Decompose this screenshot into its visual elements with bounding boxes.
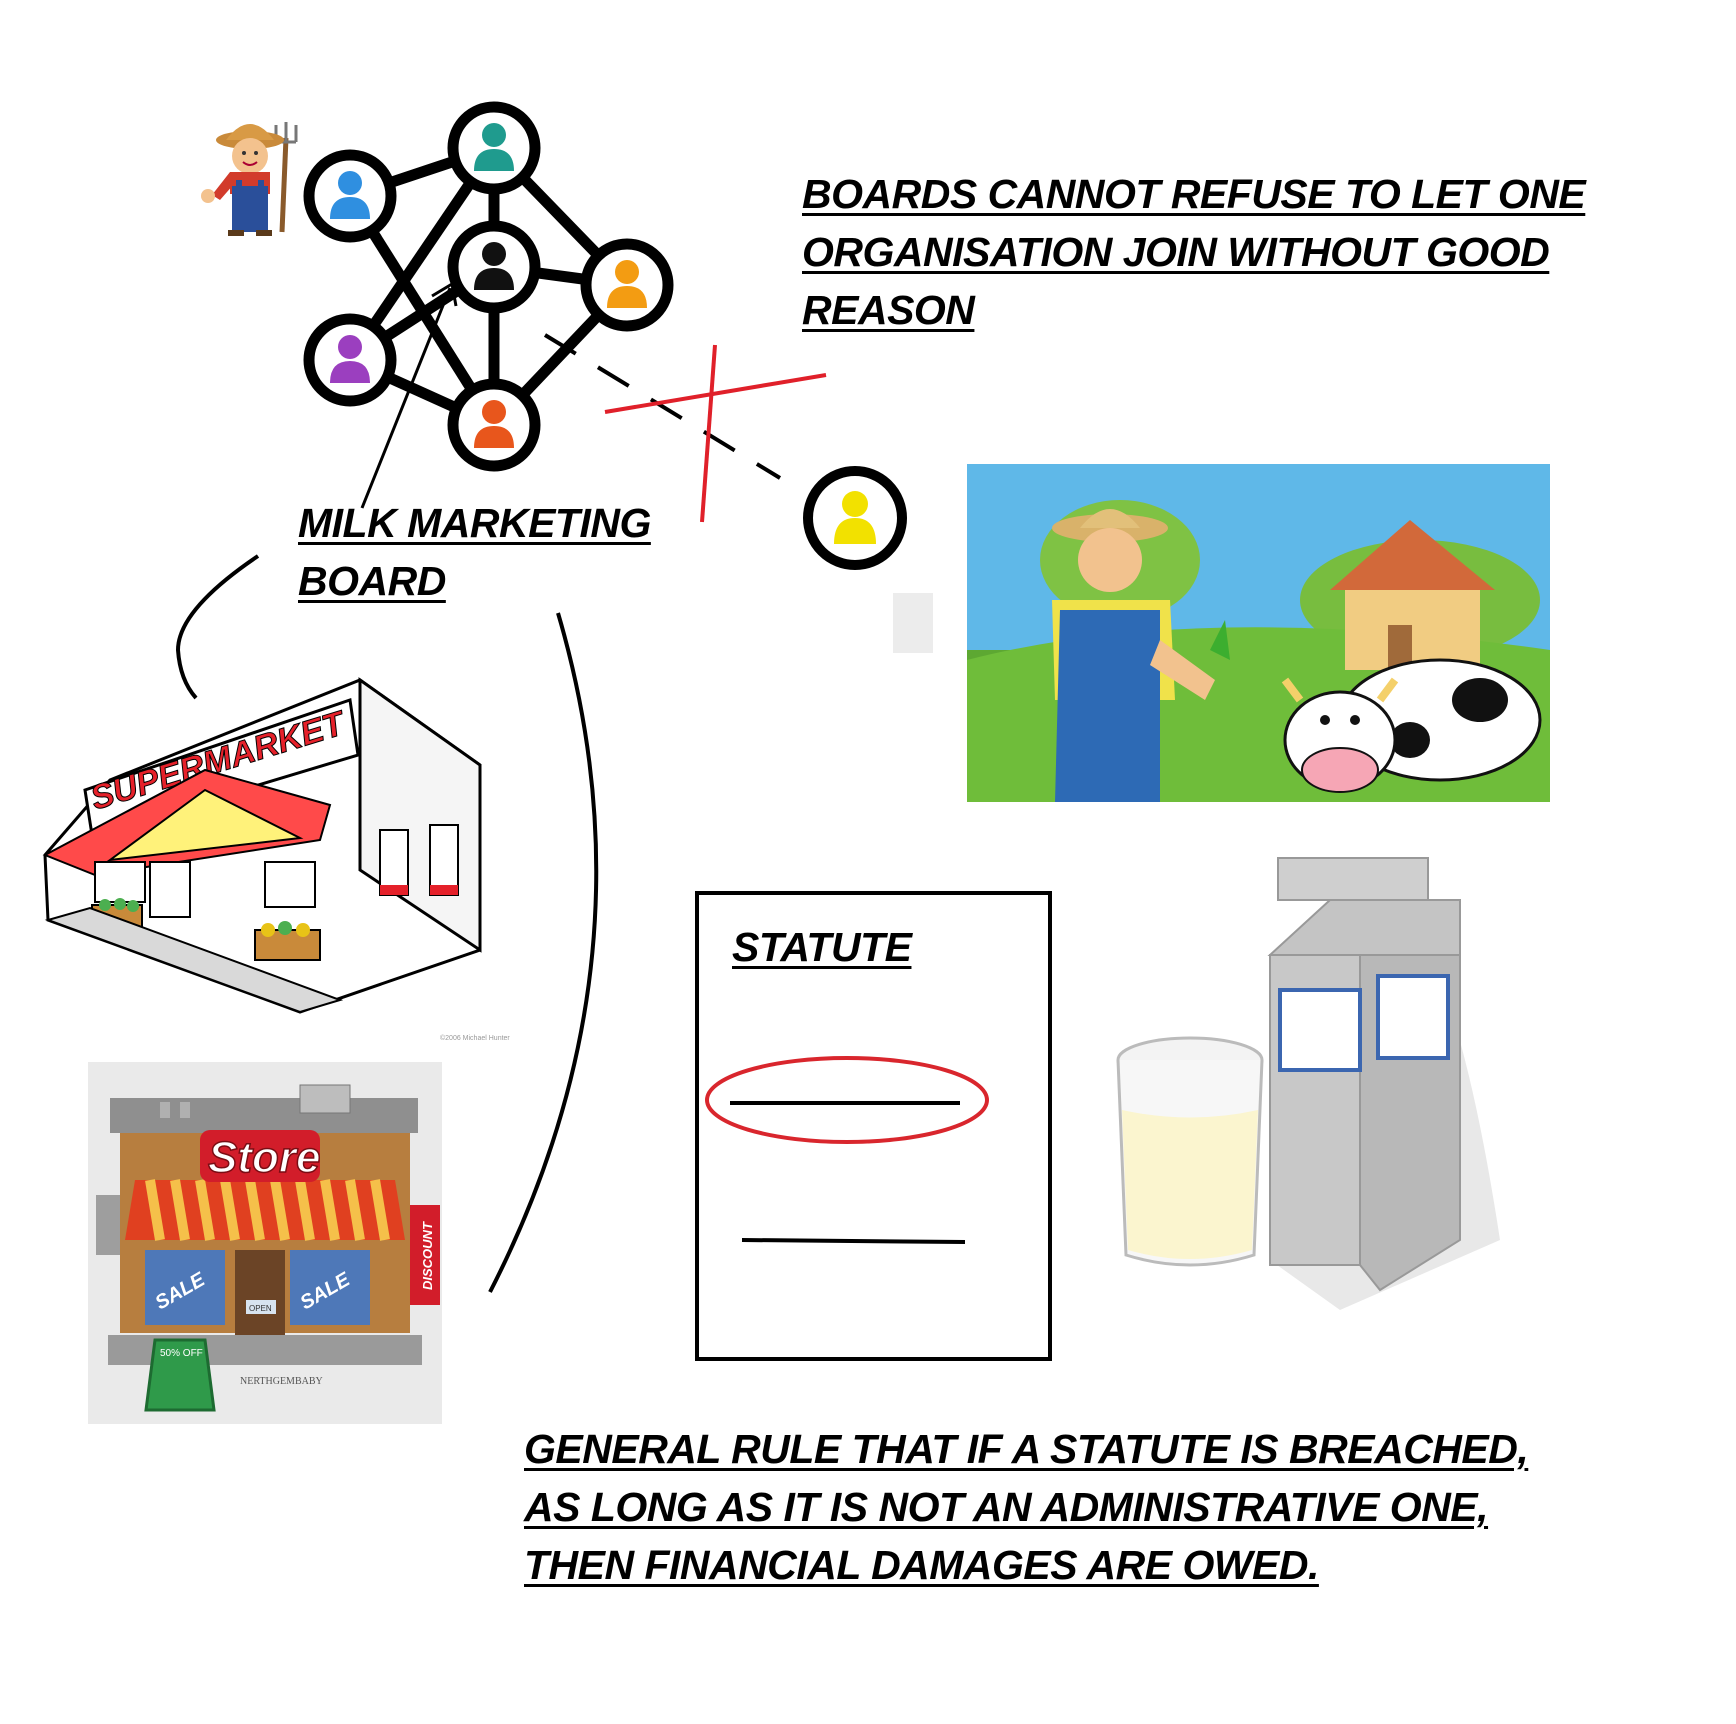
- grey-artifact: [893, 593, 933, 653]
- svg-text:Store: Store: [208, 1133, 320, 1182]
- member-node-blue: [303, 149, 397, 243]
- refused-connection: [543, 333, 827, 523]
- milk-illustration: [1116, 857, 1500, 1310]
- join-arrow: [360, 281, 458, 509]
- member-node-orange: [580, 238, 674, 332]
- general-rule-line-3: THEN FINANCIAL DAMAGES ARE OWED.: [524, 1542, 1319, 1588]
- member-node-purple: [303, 313, 397, 407]
- boards-rule-text: BOARDS CANNOT REFUSE TO LET ONE ORGANISA…: [802, 165, 1586, 339]
- milk-board-line-2: BOARD: [298, 558, 446, 604]
- general-rule-line-2: AS LONG AS IT IS NOT AN ADMINISTRATIVE O…: [524, 1484, 1489, 1530]
- member-node-teal: [447, 101, 541, 195]
- statute-title: STATUTE: [732, 924, 912, 970]
- svg-text:©2006 Michael Hunter: ©2006 Michael Hunter: [440, 1034, 510, 1042]
- farmer-clipart: [201, 122, 298, 236]
- connector-lines: [175, 554, 599, 1293]
- outsider-node: [803, 466, 907, 570]
- svg-text:NERTHGEMBABY: NERTHGEMBABY: [240, 1376, 323, 1387]
- boards-rule-line-1: BOARDS CANNOT REFUSE TO LET ONE: [802, 171, 1586, 217]
- member-node-red-orange: [447, 378, 541, 472]
- general-rule-text: GENERAL RULE THAT IF A STATUTE IS BREACH…: [524, 1420, 1529, 1594]
- boards-rule-line-2: ORGANISATION JOIN WITHOUT GOOD: [802, 229, 1550, 275]
- svg-text:DISCOUNT: DISCOUNT: [420, 1221, 435, 1290]
- svg-text:50% OFF: 50% OFF: [160, 1348, 203, 1359]
- farmer-cow-scene: [967, 464, 1550, 802]
- milk-board-line-1: MILK MARKETING: [298, 500, 651, 546]
- boards-rule-line-3: REASON: [802, 287, 975, 333]
- svg-text:OPEN: OPEN: [249, 1304, 272, 1313]
- store-clipart: Store SALE SALE OPEN DISCOUNT 50% OFF NE…: [88, 1062, 442, 1424]
- supermarket-clipart: SUPERMARKET ©2006 Michael Hunter: [42, 677, 510, 1042]
- highlight-ellipse: [705, 1056, 989, 1144]
- general-rule-line-1: GENERAL RULE THAT IF A STATUTE IS BREACH…: [524, 1426, 1529, 1472]
- member-node-black: [447, 220, 541, 314]
- network-member-nodes: [303, 101, 674, 472]
- milk-marketing-board-label: MILK MARKETING BOARD: [298, 494, 651, 610]
- statute-document: [695, 891, 1052, 1361]
